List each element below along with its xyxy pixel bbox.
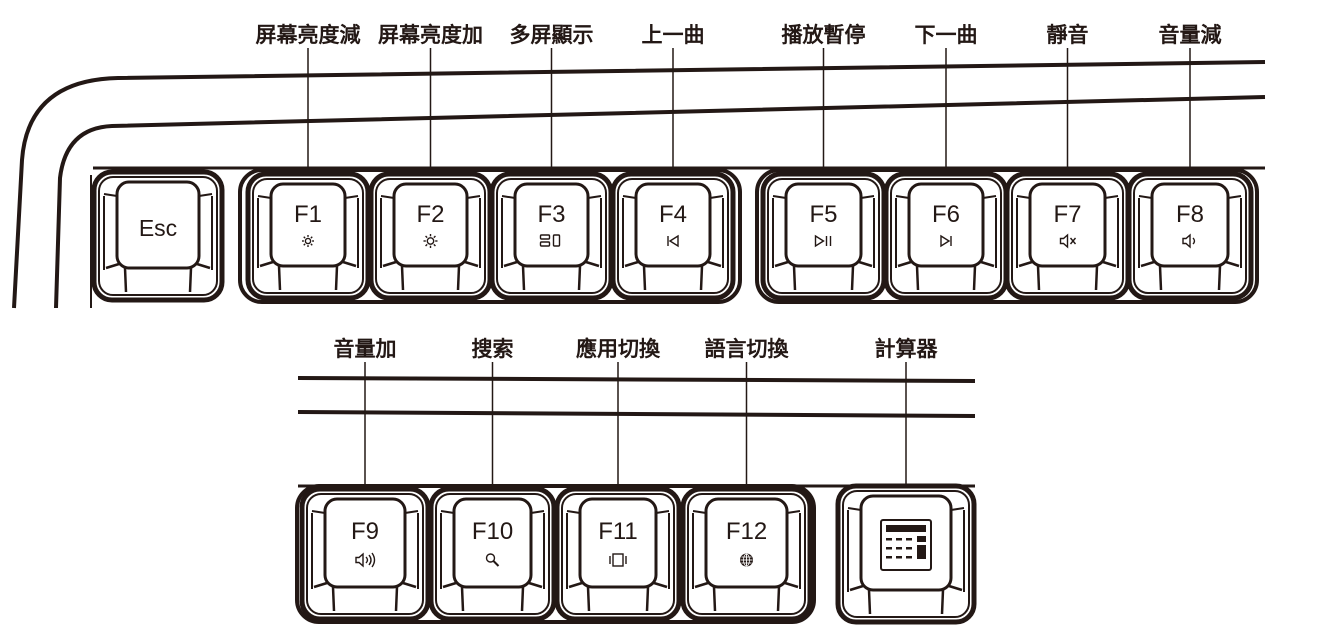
- key-f3[interactable]: F3: [489, 171, 614, 301]
- function-label: 應用切換: [576, 337, 661, 361]
- key-f9[interactable]: F9: [299, 486, 431, 622]
- function-label: 語言切換: [705, 337, 790, 361]
- f9-f12-group-frame: [295, 484, 816, 624]
- key-label: F4: [659, 201, 687, 228]
- function-label: 計算器: [875, 337, 939, 361]
- previous-track-icon: [667, 234, 679, 248]
- bottom-function-labels: 音量加 搜索 應用切換 語言切換 計算器: [334, 337, 939, 361]
- key-f2[interactable]: F2: [368, 171, 493, 301]
- top-key-row: Esc F1 F2 F3 F4 F5 F6 F7 F8: [91, 168, 1259, 304]
- top-leader-lines: [307, 48, 1191, 184]
- key-calculator[interactable]: [835, 483, 977, 625]
- next-track-icon: [940, 234, 952, 248]
- globe-icon: [740, 553, 753, 567]
- search-icon: [485, 553, 500, 567]
- key-label: F6: [932, 201, 960, 228]
- mute-icon: [1059, 233, 1077, 249]
- bottom-leader-lines: [364, 362, 907, 500]
- function-label: 播放暫停: [782, 23, 866, 47]
- key-f4[interactable]: F4: [610, 171, 736, 301]
- key-label: F9: [351, 518, 379, 545]
- key-label: F2: [416, 201, 444, 228]
- function-label: 音量加: [334, 337, 397, 361]
- key-label: F5: [809, 201, 837, 228]
- f5-f8-group-frame: [755, 168, 1259, 304]
- key-label: F3: [537, 201, 565, 228]
- bottom-key-row: F9 F10 F11 F12: [295, 483, 977, 625]
- key-f7[interactable]: F7: [1004, 171, 1131, 301]
- top-function-labels: 屏幕亮度減屏幕亮度加 多屏顯示 上一曲 播放暫停 下一曲 靜音 音量減: [256, 23, 1222, 47]
- volume-up-icon: [355, 552, 376, 568]
- volume-down-icon: [1182, 233, 1196, 249]
- function-label: 上一曲: [642, 23, 705, 47]
- esc-key[interactable]: Esc: [91, 169, 225, 303]
- key-label: F7: [1053, 201, 1081, 228]
- f1-f4-group-frame: [238, 168, 742, 304]
- key-label: F8: [1176, 201, 1204, 228]
- multi-screen-icon: [539, 234, 561, 247]
- esc-key-label: Esc: [139, 215, 177, 241]
- app-switch-icon: [609, 553, 627, 567]
- key-label: F1: [294, 201, 322, 228]
- key-f8[interactable]: F8: [1126, 171, 1254, 301]
- key-f5[interactable]: F5: [760, 171, 887, 301]
- function-label: 搜索: [472, 337, 514, 361]
- key-label: F10: [472, 518, 513, 545]
- key-f1[interactable]: F1: [245, 171, 371, 301]
- function-label: 靜音: [1047, 23, 1089, 47]
- key-f11[interactable]: F11: [554, 486, 682, 622]
- key-f6[interactable]: F6: [883, 171, 1009, 301]
- play-pause-icon: [814, 234, 832, 248]
- brightness-down-icon: [302, 235, 314, 247]
- key-label: F11: [598, 518, 638, 545]
- key-f10[interactable]: F10: [428, 486, 557, 622]
- calculator-icon: [880, 519, 932, 571]
- brightness-up-icon: [423, 234, 438, 248]
- function-label: 屏幕亮度減: [256, 23, 361, 47]
- function-label: 多屏顯示: [510, 23, 594, 47]
- key-label: F12: [726, 518, 767, 545]
- key-f12[interactable]: F12: [680, 486, 813, 622]
- keyboard-outline-bottom: [297, 376, 976, 488]
- function-label: 下一曲: [915, 23, 978, 47]
- function-label: 屏幕亮度加: [378, 23, 483, 47]
- function-label: 音量減: [1159, 23, 1222, 47]
